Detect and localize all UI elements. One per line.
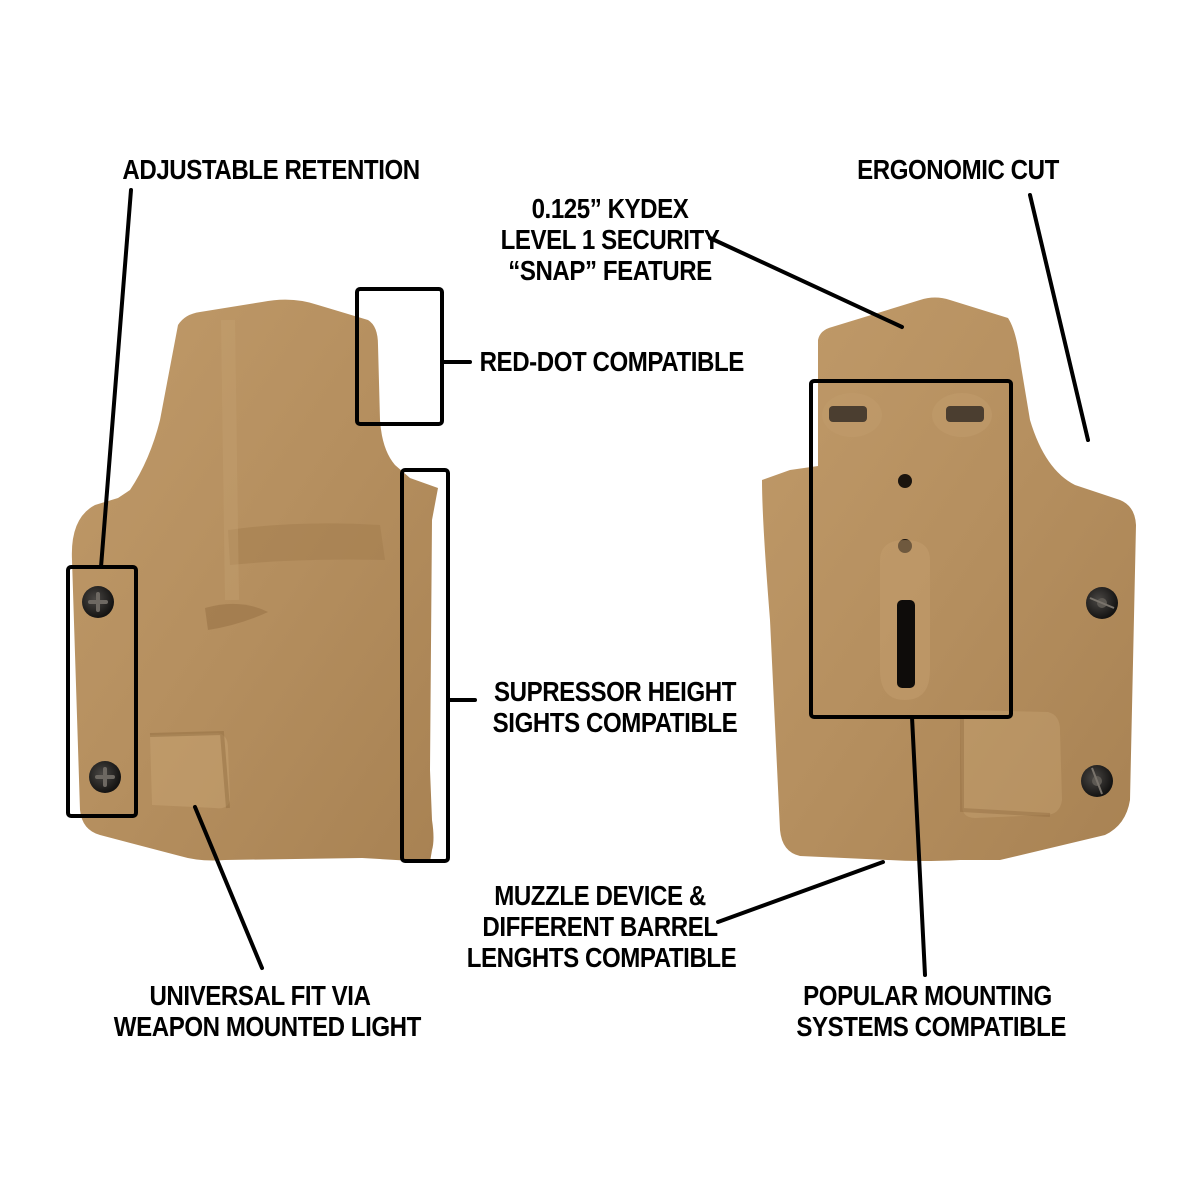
label-muzzle-device: MUZZLE DEVICE & DIFFERENT BARREL LENGHTS… [466, 880, 737, 973]
box-suppressor-sights [400, 468, 450, 863]
leader-adjustable-retention [99, 188, 133, 569]
holster-back-image [762, 297, 1136, 861]
mount-slot-right [946, 406, 984, 422]
light-contour-back [960, 710, 1062, 818]
leader-mounting-systems [910, 715, 927, 977]
retention-screw-bottom [89, 761, 121, 793]
leader-ergonomic-cut [1028, 193, 1090, 442]
tension-screw-top [1086, 587, 1118, 619]
label-red-dot: RED-DOT COMPATIBLE [479, 346, 745, 377]
leader-muzzle-device [716, 860, 885, 924]
tension-screw-bottom [1081, 765, 1113, 797]
leader-kydex-security [708, 236, 904, 329]
label-adjustable-retention: ADJUSTABLE RETENTION [122, 154, 420, 185]
label-universal-fit: UNIVERSAL FIT VIA WEAPON MOUNTED LIGHT [113, 980, 422, 1042]
box-adjustable-retention [66, 565, 138, 818]
retention-screw-top [82, 586, 114, 618]
mount-hole-top [898, 474, 912, 488]
trigger-guard-contour [228, 523, 385, 565]
ejection-contour [205, 603, 268, 630]
mount-slot-left [829, 406, 867, 422]
light-contour-edge [149, 730, 230, 809]
holster-front-image [71, 299, 438, 863]
box-red-dot [355, 287, 444, 426]
slide-highlight [221, 319, 239, 601]
holster-back-shell [762, 297, 1136, 861]
leader-universal-fit [193, 805, 264, 970]
label-kydex-security: 0.125” KYDEX LEVEL 1 SECURITY “SNAP” FEA… [500, 193, 720, 286]
label-ergonomic-cut: ERGONOMIC CUT [857, 154, 1059, 185]
label-mounting-systems: POPULAR MOUNTING SYSTEMS COMPATIBLE [796, 980, 1067, 1042]
light-contour [150, 733, 230, 809]
light-contour-edge-back [960, 715, 1051, 817]
holster-front-shell [71, 299, 438, 863]
label-suppressor-sights: SUPRESSOR HEIGHT SIGHTS COMPATIBLE [492, 676, 738, 738]
mount-slot-vertical [897, 600, 915, 688]
